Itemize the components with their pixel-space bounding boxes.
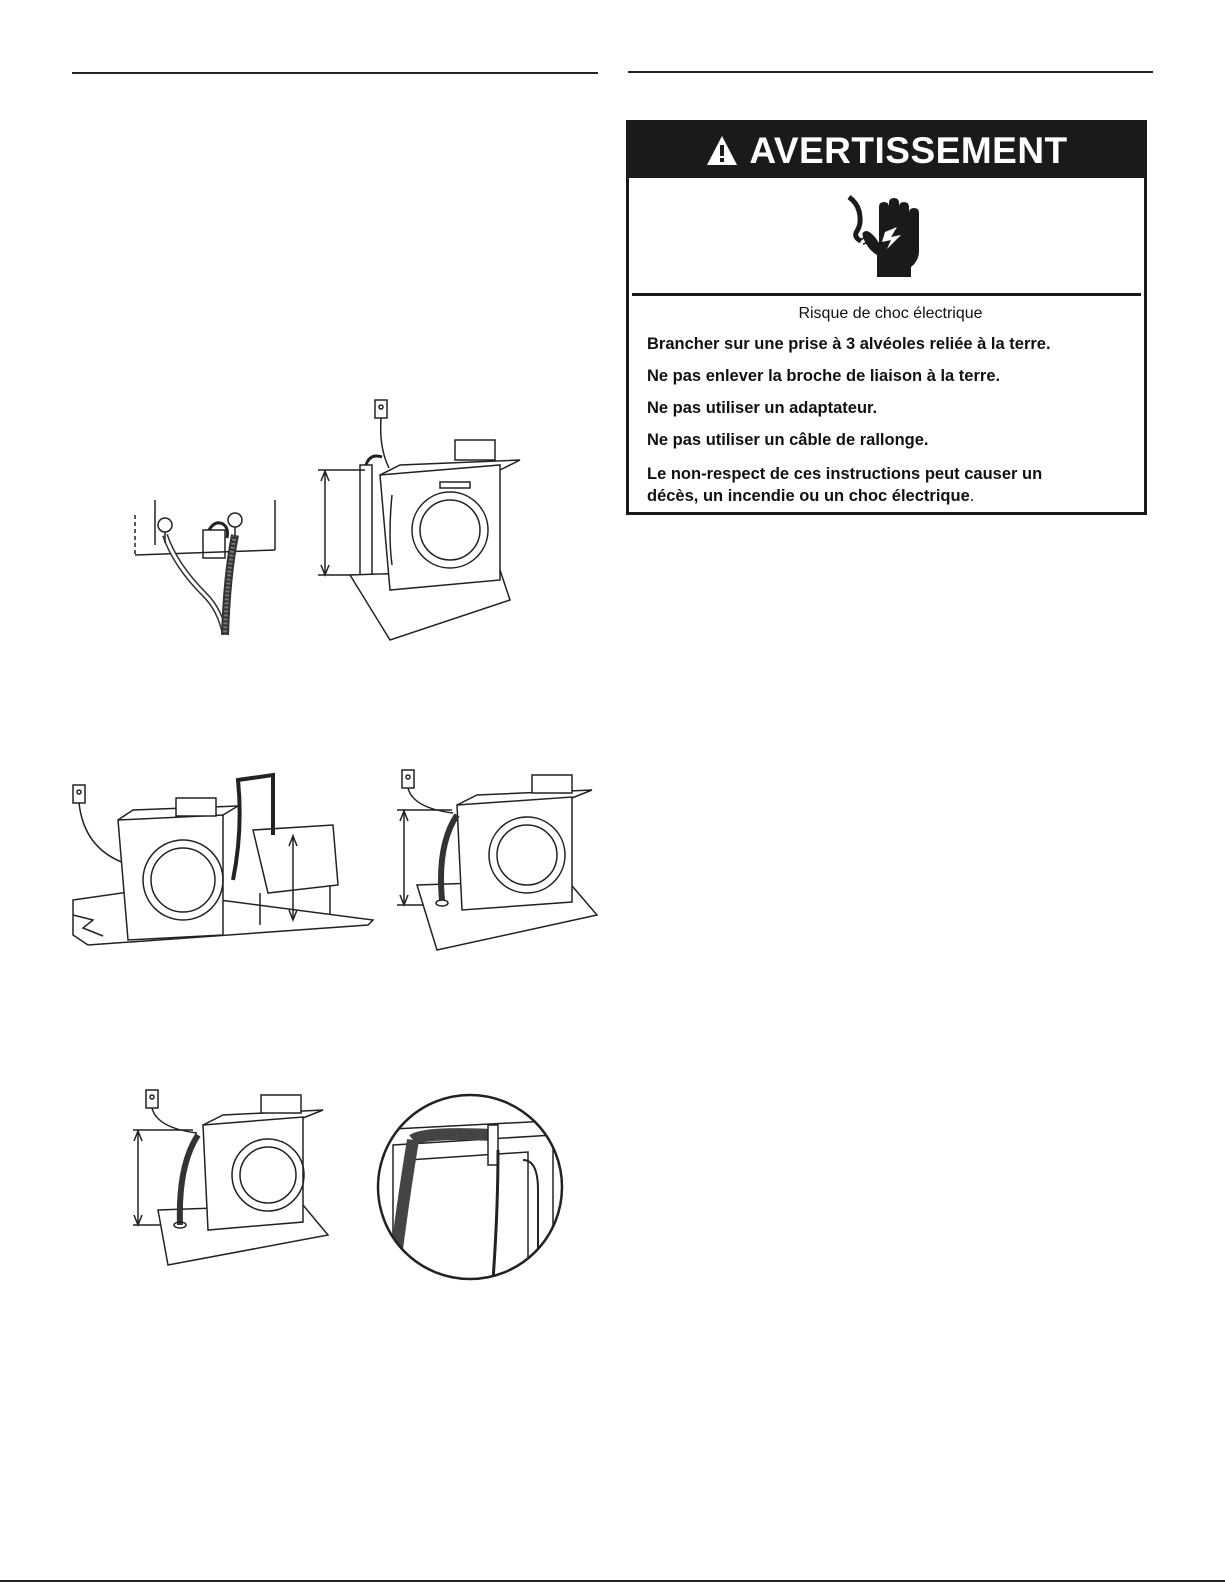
warning-consequence-text: Le non-respect de ces instructions peut … [647, 465, 1043, 505]
right-header-rule [628, 71, 1153, 73]
warning-consequence-period: . [969, 487, 975, 505]
hose-detail-illustration [373, 1090, 568, 1285]
page-bottom-rule [0, 1580, 1225, 1582]
warning-instruction: Brancher sur une prise à 3 alvéoles reli… [647, 335, 1051, 353]
faucet-hoses-illustration [125, 495, 295, 635]
floor-drain-washer-illustration [392, 765, 607, 955]
warning-instruction: Ne pas enlever la broche de liaison à la… [647, 367, 1001, 385]
warning-box: AVERTISSEMENT Risque de choc électrique … [626, 120, 1147, 515]
warning-header: AVERTISSEMENT [629, 123, 1144, 178]
warning-instruction: Ne pas utiliser un adaptateur. [647, 399, 878, 417]
warning-icon-area [632, 181, 1141, 296]
warning-hazard-type: Risque de choc électrique [798, 305, 983, 322]
warning-consequence: Le non-respect de ces instructions peut … [647, 463, 1067, 507]
standpipe-washer-illustration [310, 395, 530, 645]
electric-shock-hand-icon [846, 195, 919, 277]
warning-triangle-icon [707, 135, 738, 165]
left-header-rule [72, 72, 598, 74]
warning-body: Risque de choc électrique Brancher sur u… [647, 305, 1134, 507]
warning-title: AVERTISSEMENT [749, 129, 1068, 171]
warning-instruction: Ne pas utiliser un câble de rallonge. [647, 431, 929, 449]
floor-drain-washer-illustration-2 [128, 1085, 338, 1270]
laundry-tub-washer-illustration [68, 750, 378, 955]
